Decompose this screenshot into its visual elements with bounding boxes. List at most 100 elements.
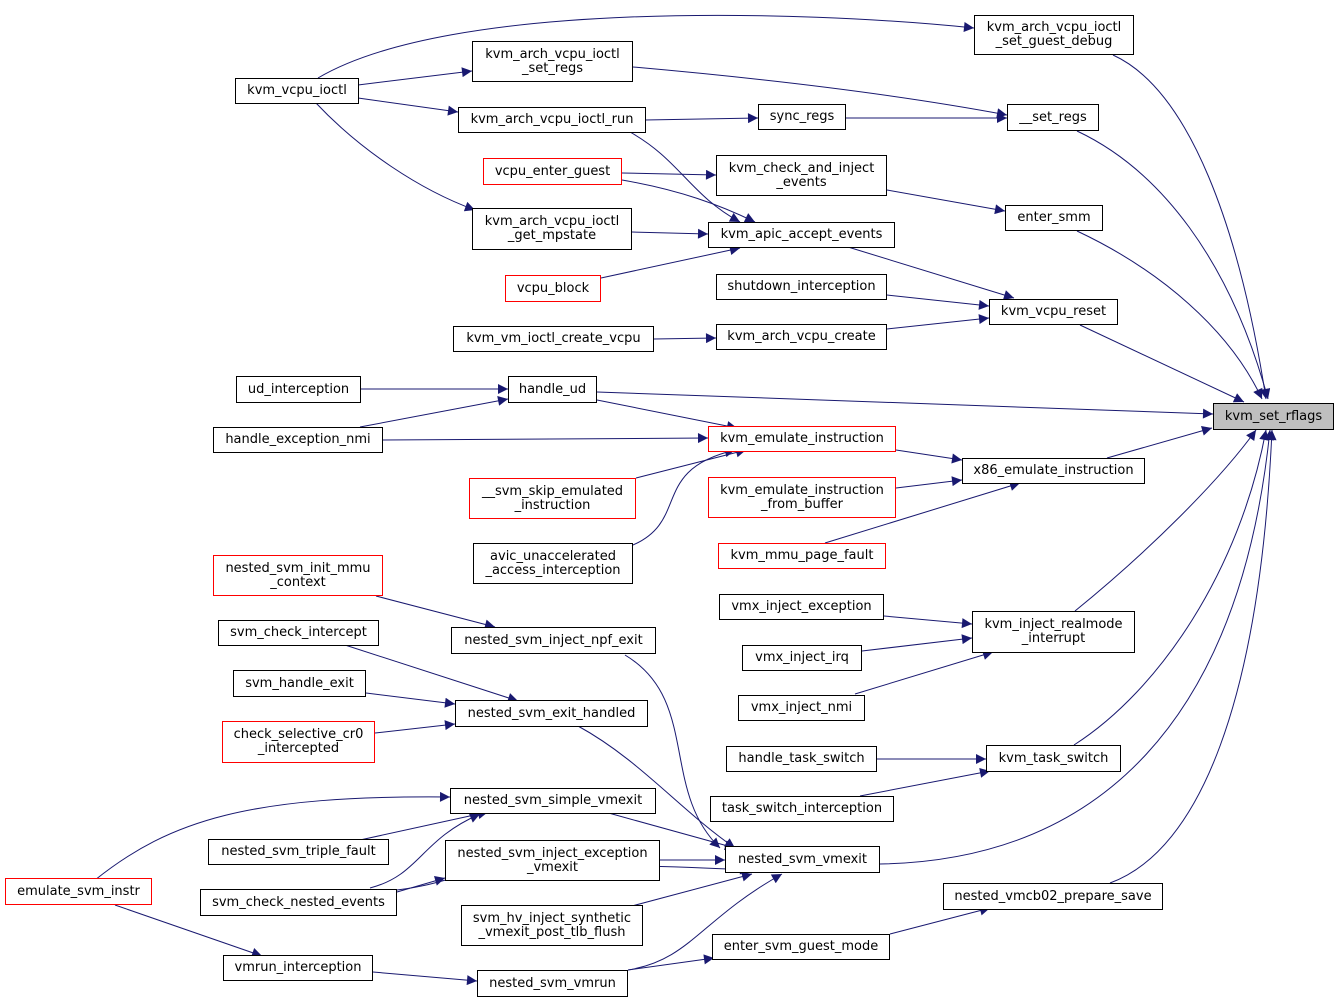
node-create-vcpu-ioctl[interactable]: kvm_vm_ioctl_create_vcpu bbox=[453, 326, 654, 352]
edge bbox=[632, 66, 1008, 119]
edge bbox=[365, 692, 456, 708]
node-vmrun[interactable]: nested_svm_vmrun bbox=[477, 970, 628, 997]
node-handle-exc-nmi[interactable]: handle_exception_nmi bbox=[213, 427, 383, 453]
edge bbox=[600, 245, 741, 279]
edge bbox=[635, 447, 747, 479]
node-x86-emulate[interactable]: x86_emulate_instruction bbox=[962, 458, 1145, 484]
node-shutdown-intercept[interactable]: shutdown_interception bbox=[716, 274, 887, 300]
node-vmexit[interactable]: nested_svm_vmexit bbox=[725, 846, 880, 873]
node-set-guest-debug[interactable]: kvm_arch_vcpu_ioctl _set_guest_debug bbox=[974, 15, 1134, 55]
node-emulate-buf[interactable]: kvm_emulate_instruction _from_buffer bbox=[708, 477, 896, 518]
edge bbox=[1106, 425, 1213, 459]
edge bbox=[1074, 429, 1257, 612]
node-handle-ud[interactable]: handle_ud bbox=[508, 376, 597, 403]
node-vmx-inj-irq[interactable]: vmx_inject_irq bbox=[742, 645, 862, 671]
edge bbox=[1076, 130, 1271, 400]
node-set-regs-ioctl[interactable]: kvm_arch_vcpu_ioctl _set_regs bbox=[472, 41, 633, 82]
edge bbox=[1079, 324, 1245, 403]
edge bbox=[624, 654, 721, 849]
node-check-inject[interactable]: kvm_check_and_inject _events bbox=[716, 155, 887, 196]
edge bbox=[344, 644, 519, 703]
edge bbox=[859, 767, 991, 797]
node-set-regs[interactable]: __set_regs bbox=[1007, 104, 1099, 131]
edge bbox=[824, 481, 1021, 544]
node-init-mmu[interactable]: nested_svm_init_mmu _context bbox=[213, 555, 383, 596]
edge bbox=[317, 14, 975, 79]
node-npf-exit[interactable]: nested_svm_inject_npf_exit bbox=[451, 627, 656, 654]
node-enter-smm[interactable]: enter_smm bbox=[1005, 205, 1103, 231]
edge bbox=[94, 791, 451, 881]
node-vcpu-enter-guest[interactable]: vcpu_enter_guest bbox=[483, 158, 622, 185]
node-vcpu-reset[interactable]: kvm_vcpu_reset bbox=[989, 299, 1118, 325]
node-avic-unaccel[interactable]: avic_unaccelerated _access_interception bbox=[473, 543, 633, 584]
edge bbox=[314, 101, 476, 212]
node-vmx-inj-exc[interactable]: vmx_inject_exception bbox=[719, 594, 884, 620]
node-apic-accept[interactable]: kvm_apic_accept_events bbox=[708, 222, 895, 248]
edge bbox=[895, 449, 963, 464]
edge bbox=[627, 873, 783, 971]
edge bbox=[883, 615, 973, 629]
edge bbox=[596, 399, 738, 431]
edge bbox=[621, 179, 756, 223]
node-task-intercept[interactable]: task_switch_interception bbox=[710, 796, 894, 822]
node-kvm-vcpu-ioctl[interactable]: kvm_vcpu_ioctl bbox=[235, 78, 359, 104]
node-kvm-set-rflags: kvm_set_rflags bbox=[1213, 403, 1334, 430]
edge bbox=[889, 905, 991, 935]
node-task-switch[interactable]: kvm_task_switch bbox=[986, 745, 1121, 772]
node-cr0-intercept[interactable]: check_selective_cr0 _intercepted bbox=[222, 721, 375, 763]
edge bbox=[629, 131, 741, 223]
edge bbox=[375, 595, 496, 630]
node-realmode-int[interactable]: kvm_inject_realmode _interrupt bbox=[972, 611, 1135, 653]
node-mmu-fault[interactable]: kvm_mmu_page_fault bbox=[718, 543, 886, 569]
node-vcpu-run[interactable]: kvm_arch_vcpu_ioctl_run bbox=[458, 107, 646, 133]
node-simple-vmexit[interactable]: nested_svm_simple_vmexit bbox=[450, 788, 656, 814]
edge bbox=[886, 294, 990, 310]
edge bbox=[382, 433, 709, 444]
edge bbox=[644, 113, 759, 124]
node-prepare-save[interactable]: nested_vmcb02_prepare_save bbox=[943, 883, 1163, 910]
node-get-mpstate[interactable]: kvm_arch_vcpu_ioctl _get_mpstate bbox=[472, 208, 632, 250]
edge bbox=[369, 813, 481, 889]
node-hv-inject[interactable]: svm_hv_inject_synthetic _vmexit_post_tlb… bbox=[461, 905, 643, 946]
node-enter-guest-mode[interactable]: enter_svm_guest_mode bbox=[712, 934, 890, 960]
node-ud-intercept[interactable]: ud_interception bbox=[236, 376, 361, 403]
node-check-intercept[interactable]: svm_check_intercept bbox=[218, 620, 379, 646]
edge bbox=[604, 811, 736, 851]
edge bbox=[357, 67, 473, 86]
edge bbox=[631, 871, 753, 907]
edge bbox=[357, 97, 459, 116]
node-handle-exit[interactable]: svm_handle_exit bbox=[233, 670, 366, 697]
node-svm-skip[interactable]: __svm_skip_emulated _instruction bbox=[469, 478, 636, 519]
node-emulate-instr[interactable]: kvm_emulate_instruction bbox=[708, 426, 896, 452]
edge bbox=[847, 246, 1015, 300]
edges bbox=[94, 14, 1277, 986]
node-sync-regs[interactable]: sync_regs bbox=[758, 104, 846, 130]
edge bbox=[396, 876, 446, 893]
node-emulate-svm[interactable]: emulate_svm_instr bbox=[5, 878, 152, 905]
node-vmx-inj-nmi[interactable]: vmx_inject_nmi bbox=[738, 695, 865, 721]
edge bbox=[1109, 429, 1277, 884]
node-vcpu-block[interactable]: vcpu_block bbox=[505, 275, 601, 302]
node-inject-exc-vmexit[interactable]: nested_svm_inject_exception _vmexit bbox=[445, 840, 660, 881]
edge bbox=[627, 954, 715, 971]
edge bbox=[1112, 54, 1270, 400]
edge bbox=[653, 333, 717, 344]
node-vcpu-create[interactable]: kvm_arch_vcpu_create bbox=[716, 324, 887, 350]
edge bbox=[596, 391, 1214, 419]
edge bbox=[879, 429, 1274, 865]
edge bbox=[359, 395, 509, 428]
edge bbox=[577, 725, 736, 849]
edge bbox=[886, 189, 1006, 215]
node-triple-fault[interactable]: nested_svm_triple_fault bbox=[208, 839, 389, 865]
node-nested-events[interactable]: svm_check_nested_events bbox=[200, 889, 397, 916]
edge bbox=[632, 447, 736, 546]
node-exit-handled[interactable]: nested_svm_exit_handled bbox=[455, 700, 648, 727]
edge bbox=[374, 720, 456, 734]
node-handle-task[interactable]: handle_task_switch bbox=[726, 746, 877, 772]
edge bbox=[861, 634, 973, 652]
edge bbox=[359, 809, 489, 841]
edge bbox=[372, 971, 478, 986]
edge bbox=[631, 228, 709, 239]
node-vmrun-intercept[interactable]: vmrun_interception bbox=[223, 955, 373, 981]
